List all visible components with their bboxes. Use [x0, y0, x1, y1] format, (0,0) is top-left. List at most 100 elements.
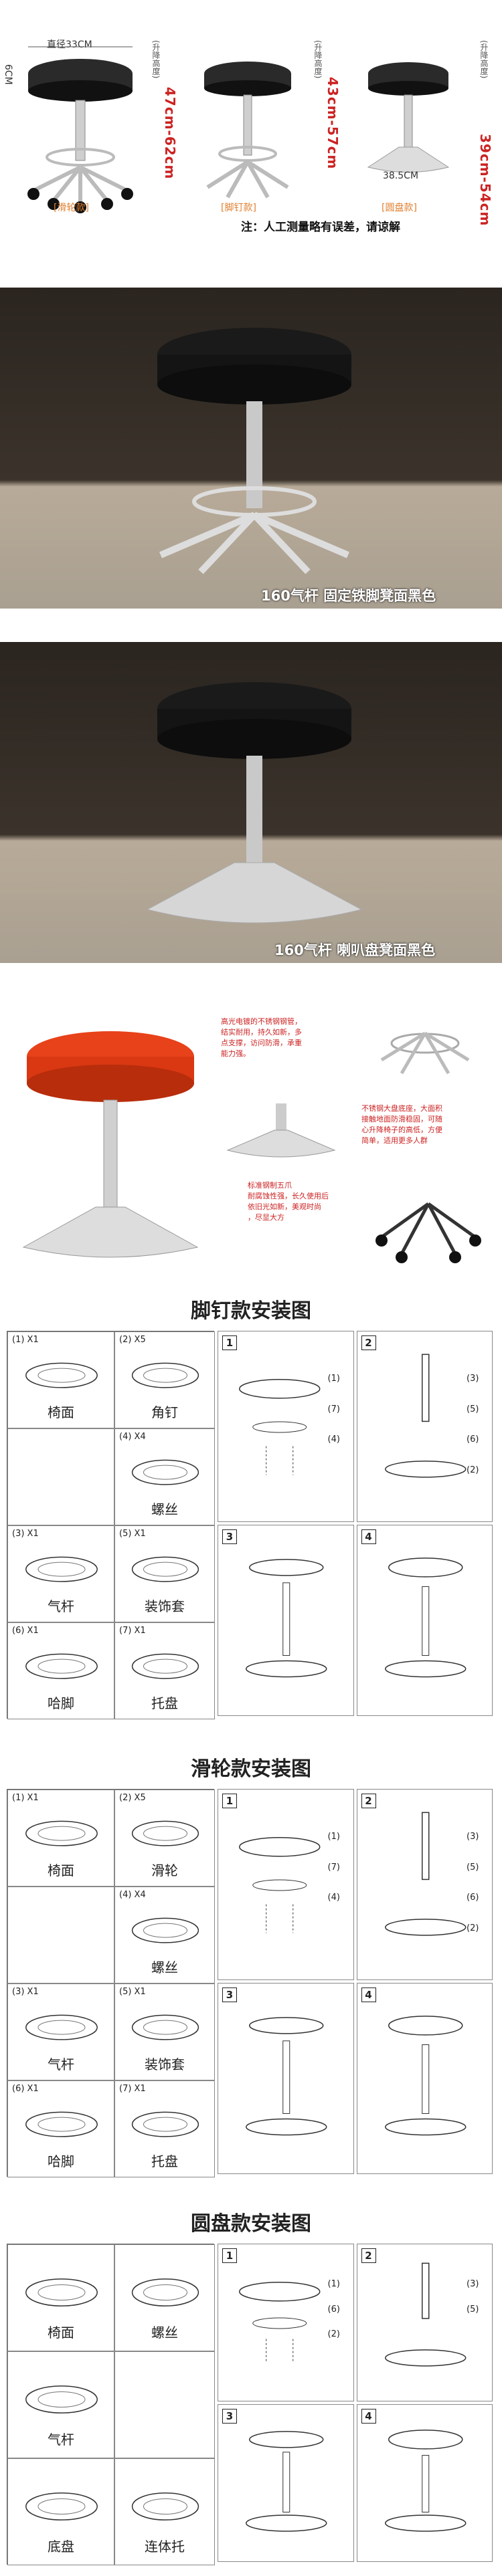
section-title: 滑轮款安装图: [191, 1757, 311, 1781]
dim-base-width: 38.5CM: [383, 171, 419, 181]
step-callout: (2): [467, 1923, 479, 1934]
part-name: 气杆: [48, 1598, 74, 1615]
part-drawing: [131, 1459, 199, 1485]
feature-foot-icon: [380, 1031, 470, 1075]
part-cell: 椅面: [7, 2244, 114, 2351]
part-cell: [7, 1887, 114, 1983]
part-name: 装饰套: [145, 2056, 185, 2073]
step-drawing: [239, 1379, 321, 1475]
product-photo-2: 160气杆 喇叭盘凳面黑色: [0, 642, 502, 963]
part-cell: (3) X1 气杆: [7, 1525, 114, 1622]
photo-1-caption: 160气杆 固定铁脚凳面黑色: [261, 588, 436, 604]
feature-disc-icon: [226, 1103, 336, 1158]
step-number: 4: [361, 1988, 376, 2002]
section-title: 脚钉款安装图: [191, 1299, 311, 1323]
step-panel: 3: [218, 1983, 354, 2174]
part-drawing: [25, 2492, 98, 2521]
part-name: 底盘: [48, 2539, 74, 2555]
part-name: 螺丝: [151, 1501, 178, 1518]
part-drawing: [131, 1820, 199, 1846]
part-cell: (5) X1 装饰套: [114, 1525, 215, 1622]
part-cell: 气杆: [7, 2351, 114, 2458]
step-callout: (4): [327, 1893, 340, 1903]
step-callout: (6): [467, 1893, 479, 1903]
step-drawing: [246, 2017, 327, 2136]
step-callout: (6): [467, 1434, 479, 1445]
step-drawing: [239, 1837, 321, 1933]
part-drawing: [25, 2385, 98, 2414]
step-callout: (4): [327, 1434, 340, 1445]
feature-wheel-icon: [375, 1202, 481, 1263]
part-drawing: [131, 1653, 199, 1679]
step-panel: 4: [356, 2404, 493, 2562]
step-panel: 1 (1)(7)(4): [218, 1789, 354, 1980]
part-drawing: [25, 1820, 98, 1846]
step-callout: (3): [467, 2278, 479, 2289]
part-cell: (5) X1 装饰套: [114, 1983, 215, 2080]
part-qty: (6) X1: [12, 2084, 39, 2094]
part-name: 托盘: [151, 2153, 178, 2170]
part-qty: (5) X1: [119, 1987, 146, 1997]
tag-foot: [脚钉款]: [221, 203, 256, 213]
stool-wheel-illustration: [27, 46, 133, 213]
step-callout: (6): [327, 2304, 340, 2315]
part-cell: (7) X1 托盘: [114, 2080, 215, 2177]
part-qty: (4) X4: [119, 1432, 146, 1442]
part-name: 气杆: [48, 2056, 74, 2073]
step-callout: (7): [327, 1404, 340, 1414]
part-qty: (5) X1: [119, 1529, 146, 1539]
step-panel: 1 (1)(7)(4): [218, 1331, 354, 1522]
step-callout: (1): [327, 1373, 340, 1384]
step-number: 3: [222, 1988, 237, 2002]
part-drawing: [131, 2492, 199, 2521]
parts-grid: 椅面 螺丝 气杆 底盘 连体托: [7, 2244, 215, 2565]
part-qty: (7) X1: [119, 1626, 146, 1636]
step-callout: (5): [467, 1862, 479, 1872]
part-qty: (6) X1: [12, 1626, 39, 1636]
product-photo-1: 160气杆 固定铁脚凳面黑色: [0, 288, 502, 609]
measurement-note: 注：人工测量略有误差，请谅解: [241, 221, 400, 234]
step-drawing: [384, 2016, 466, 2136]
step-callout: (3): [467, 1373, 479, 1384]
part-drawing: [131, 2111, 199, 2137]
install-section: 圆盘款安装图 椅面 螺丝 气杆 底盘 连体托 1: [0, 2207, 502, 2568]
dimension-area: 直径33CM 6CM 47cm-62cm (升降高度) [滑轮款] 43cm-5…: [0, 0, 502, 254]
part-qty: (2) X5: [119, 1793, 146, 1803]
step-panel: 3: [218, 2404, 354, 2562]
part-name: 托盘: [151, 1695, 178, 1712]
stool-photo-disc: [146, 682, 363, 924]
step-panel: 4: [356, 1525, 493, 1716]
part-drawing: [25, 1653, 98, 1679]
part-drawing: [131, 1362, 199, 1388]
part-name: 椅面: [48, 1862, 74, 1879]
part-name: 螺丝: [151, 1959, 178, 1976]
step-drawing: [239, 2282, 321, 2363]
step-number: 1: [222, 2248, 237, 2263]
part-cell: 连体托: [114, 2458, 215, 2565]
part-drawing: [25, 2111, 98, 2137]
step-number: 4: [361, 1529, 376, 1544]
part-name: 椅面: [48, 1404, 74, 1421]
step-callout: (2): [327, 2329, 340, 2340]
section-title: 圆盘款安装图: [191, 2212, 311, 2236]
part-qty: (3) X1: [12, 1987, 39, 1997]
stool-photo-wheel: [157, 328, 351, 574]
tag-disc: [圆盘款]: [382, 203, 417, 213]
part-qty: (7) X1: [119, 2084, 146, 2094]
part-name: 滑轮: [151, 1862, 178, 1879]
step-drawing: [384, 2430, 466, 2532]
dim-label-diameter: 直径33CM: [47, 39, 92, 50]
part-cell: (4) X4 螺丝: [114, 1887, 215, 1983]
feature-text-2: 不锈钢大盘底座，大面积接触地面防滑稳固，可随心升降椅子的高低，方便简单，适用更多…: [361, 1104, 442, 1145]
photo-2-caption: 160气杆 喇叭盘凳面黑色: [274, 942, 436, 958]
step-callout: (2): [467, 1465, 479, 1476]
dim-label-seat-height: 6CM: [3, 64, 13, 85]
step-drawing: [384, 1812, 466, 1936]
part-drawing: [131, 1556, 199, 1582]
step-number: 1: [222, 1794, 237, 1808]
part-drawing: [25, 1362, 98, 1388]
step-drawing: [384, 1354, 466, 1478]
part-cell: (6) X1 哈脚: [7, 1622, 114, 1719]
step-number: 3: [222, 1529, 237, 1544]
part-cell: (2) X5 滑轮: [114, 1790, 215, 1887]
